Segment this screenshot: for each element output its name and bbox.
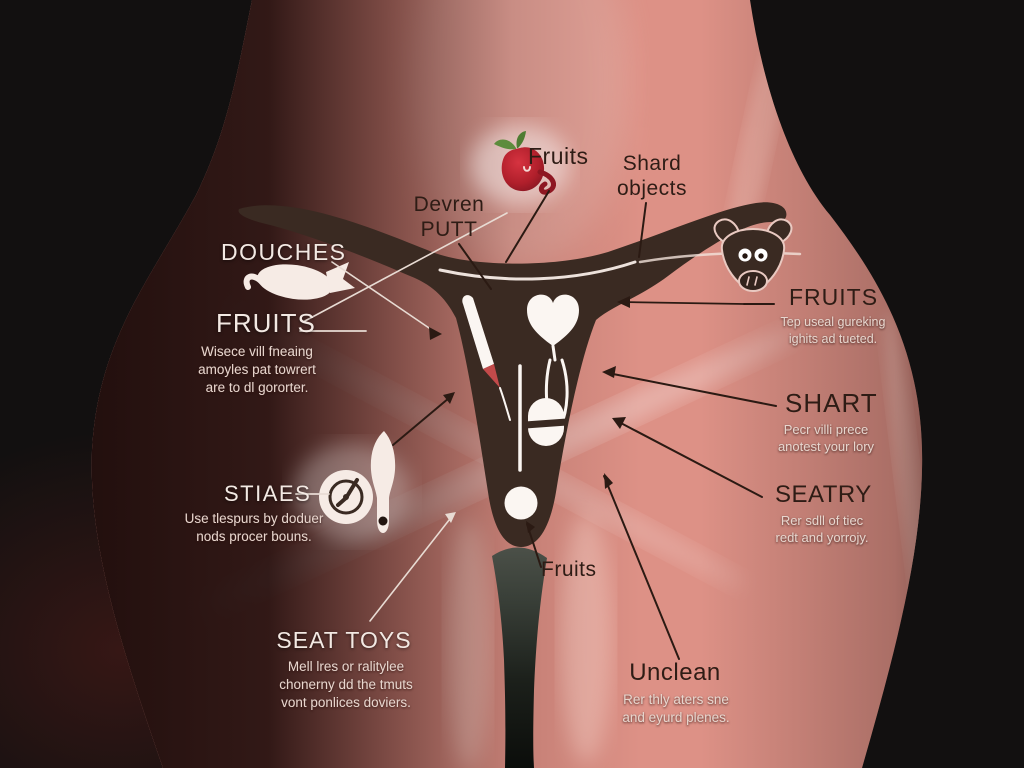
arrowhead: [617, 296, 630, 308]
label-fruits-top: Fruits: [528, 143, 589, 169]
label-seatry-body: Rer sdll of tiec redt and yorrojy.: [775, 513, 869, 546]
label-unclean: Unclean: [629, 659, 721, 686]
label-seatry: SEATRY: [775, 481, 872, 508]
arrowhead: [445, 512, 456, 523]
arrowhead: [526, 521, 535, 533]
line-unclean: [603, 475, 680, 660]
line-douches: [331, 261, 433, 331]
label-shard-objects: Shard objects: [616, 152, 688, 201]
line-seatry: [616, 420, 763, 498]
line-fruits-left-diagonal: [302, 212, 508, 323]
line-shart: [607, 372, 777, 407]
leader-lines: [295, 190, 777, 660]
label-shart-body: Pecr villi prece anotest your lory: [777, 422, 875, 455]
douche-bulb-icon: [243, 262, 355, 300]
label-fruits-left-body: Wisece vill fneaing amoyles pat towrert …: [198, 344, 316, 395]
label-douches: DOUCHES: [221, 239, 347, 265]
thigh-gap: [492, 547, 547, 768]
circle-shape: [504, 486, 538, 520]
arrowhead: [612, 417, 626, 429]
label-devren-putt: Devren PUTT: [413, 193, 485, 242]
line-devren-putt: [458, 243, 492, 290]
line-fruits-right: [621, 301, 745, 305]
pig-face-icon: [713, 218, 793, 293]
gauge-and-knife-icon: [294, 431, 410, 540]
heart-shape: [527, 294, 579, 346]
label-stiaes: STIAES: [224, 481, 312, 506]
line-fruits-top: [505, 190, 550, 263]
label-fruits-right: FRUITS: [789, 284, 879, 310]
line-stiaes: [392, 397, 450, 446]
label-seat-toys-body: Mell lres or ralitylee chonerny dd the t…: [279, 659, 413, 710]
label-unclean-body: Rer thly aters sne and eyurd plenes.: [622, 692, 730, 725]
diagram-highlight-line: [438, 260, 637, 281]
capsule-shape: [524, 398, 568, 446]
arrowhead: [443, 392, 455, 404]
label-fruits-bottom: Fruits: [541, 558, 597, 581]
label-shart: SHART: [785, 388, 878, 418]
line-seat-toys: [369, 514, 454, 622]
line-shard-objects: [638, 202, 647, 258]
arrowhead: [602, 366, 616, 378]
arrowhead: [604, 473, 613, 489]
label-fruits-right-body: Tep useal gureking ighits ad tueted.: [780, 315, 886, 346]
thermometer-shape: [462, 295, 511, 421]
label-stiaes-body: Use tlespurs by doduer nods procer bouns…: [184, 511, 324, 544]
label-fruits-left: FRUITS: [216, 308, 316, 338]
strawberry-icon: [470, 125, 570, 205]
arrowhead: [429, 327, 442, 340]
label-seat-toys: SEAT TOYS: [276, 627, 412, 653]
